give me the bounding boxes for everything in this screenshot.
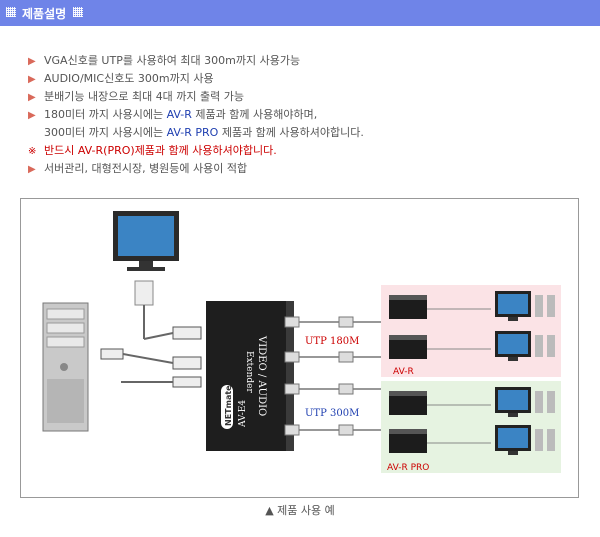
feature-text: 300미터 까지 사용시에는 xyxy=(44,126,167,139)
feature-item: ▶ VGA신호를 UTP를 사용하여 최대 300m까지 사용가능 xyxy=(28,52,364,70)
note-mark-icon: ※ xyxy=(28,146,37,157)
usage-diagram: VIDEO / AUDIO Extender NETmate AV-E4 UTP… xyxy=(20,198,579,498)
feature-text: 서버관리, 대형전시장, 병원등에 사용이 적합 xyxy=(44,162,248,175)
grid-icon xyxy=(6,7,16,17)
feature-text: 제품과 함께 사용해야하며, xyxy=(191,108,318,121)
diagram-caption: ▲ 제품 사용 예 xyxy=(265,504,335,517)
extender-model: AV-E4 xyxy=(238,400,248,428)
receiver-row xyxy=(389,387,555,417)
receiver-row xyxy=(389,425,555,455)
feature-text: AV-R xyxy=(166,108,192,121)
feature-text: AUDIO/MIC신호도 300m까지 사용 xyxy=(44,72,214,85)
feature-text: 반드시 AV-R(PRO)제품과 함께 사용하셔야합니다. xyxy=(44,144,277,157)
grid-icon xyxy=(73,7,83,17)
pc-tower-icon xyxy=(42,302,89,432)
extender-line1: VIDEO / AUDIO xyxy=(256,335,267,416)
receiver-row xyxy=(389,291,555,321)
utp-300-label: UTP 300M xyxy=(305,408,359,419)
avr-group-label: AV-R xyxy=(393,367,414,377)
avr-pro-group-label: AV-R PRO xyxy=(387,463,429,473)
feature-item: ▶ 분배기능 내장으로 최대 4대 까지 출력 가능 xyxy=(28,88,364,106)
feature-item: 300미터 까지 사용시에는 AV-R PRO 제품과 함께 사용하셔야합니다. xyxy=(28,124,364,142)
triangle-bullet-icon: ▶ xyxy=(28,56,36,67)
feature-text: 분배기능 내장으로 최대 4대 까지 출력 가능 xyxy=(44,90,245,103)
triangle-bullet-icon: ▶ xyxy=(28,110,36,121)
utp-180-label: UTP 180M xyxy=(305,336,359,347)
extender-device-icon xyxy=(206,301,294,451)
extender-line2: Extender xyxy=(244,351,254,393)
usage-diagram-svg: VIDEO / AUDIO Extender NETmate AV-E4 UTP… xyxy=(42,211,561,473)
triangle-bullet-icon: ▶ xyxy=(28,74,36,85)
feature-item: ※ 반드시 AV-R(PRO)제품과 함께 사용하셔야합니다. xyxy=(28,142,364,160)
monitor-icon xyxy=(113,211,179,271)
feature-text: 제품과 함께 사용하셔야합니다. xyxy=(218,126,364,139)
feature-text: VGA신호를 UTP를 사용하여 최대 300m까지 사용가능 xyxy=(44,54,301,67)
extender-brand: NETmate xyxy=(224,385,233,426)
feature-list: ▶ VGA신호를 UTP를 사용하여 최대 300m까지 사용가능 ▶ AUDIO/M… xyxy=(28,52,364,178)
triangle-bullet-icon: ▶ xyxy=(28,92,36,103)
section-header: 제품설명 xyxy=(0,0,600,26)
triangle-bullet-icon: ▶ xyxy=(28,164,36,175)
receiver-row xyxy=(389,331,555,361)
feature-item: ▶ AUDIO/MIC신호도 300m까지 사용 xyxy=(28,70,364,88)
section-title: 제품설명 xyxy=(22,7,67,21)
feature-text: 180미터 까지 사용시에는 xyxy=(44,108,167,121)
feature-text: AV-R PRO xyxy=(166,126,219,139)
feature-item: ▶ 180미터 까지 사용시에는 AV-R 제품과 함께 사용해야하며, xyxy=(28,106,364,124)
feature-item: ▶ 서버관리, 대형전시장, 병원등에 사용이 적합 xyxy=(28,160,364,178)
